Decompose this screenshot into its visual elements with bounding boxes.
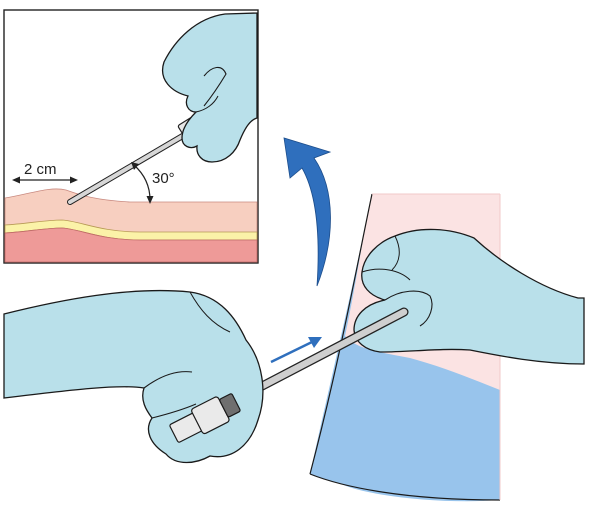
distance-label: 2 cm (24, 161, 57, 178)
angle-arc-icon (131, 162, 154, 204)
inset-gloved-hand (162, 12, 258, 163)
right-gloved-hand (353, 228, 585, 365)
angle-label: 30° (152, 170, 175, 187)
inset-panel: 2 cm 30° (3, 9, 259, 264)
curved-arrow-icon (283, 137, 332, 287)
dimension-arrow-icon (12, 176, 78, 184)
syringe-hub (169, 393, 241, 443)
straight-arrow-icon (270, 337, 322, 364)
left-gloved-hand (3, 289, 264, 464)
muscle-layer (4, 227, 258, 263)
